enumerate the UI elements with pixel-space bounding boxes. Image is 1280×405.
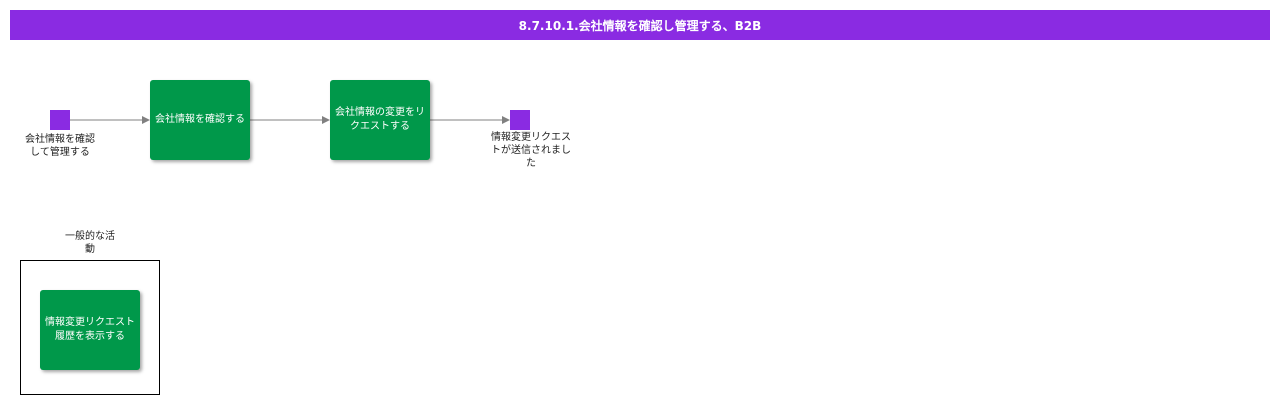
- legend-title: 一般的な活動: [65, 231, 115, 255]
- task-confirm-company-info[interactable]: 会社情報を確認する: [150, 80, 250, 160]
- diagram-title: 8.7.10.1.会社情報を確認し管理する、B2B: [10, 10, 1270, 40]
- start-event-label: 会社情報を確認して管理する: [25, 134, 95, 158]
- end-event[interactable]: [510, 110, 530, 130]
- legend-task-view-change-history[interactable]: 情報変更リクエスト履歴を表示する: [40, 290, 140, 370]
- legend-task-view-change-history-label: 情報変更リクエスト履歴を表示する: [45, 317, 135, 342]
- end-event-label: 情報変更リクエストが送信されました: [491, 132, 571, 169]
- task-request-info-change[interactable]: 会社情報の変更をリクエストする: [330, 80, 430, 160]
- task-request-info-change-label: 会社情報の変更をリクエストする: [335, 107, 425, 132]
- task-confirm-company-info-label: 会社情報を確認する: [155, 114, 245, 125]
- start-event[interactable]: [50, 110, 70, 130]
